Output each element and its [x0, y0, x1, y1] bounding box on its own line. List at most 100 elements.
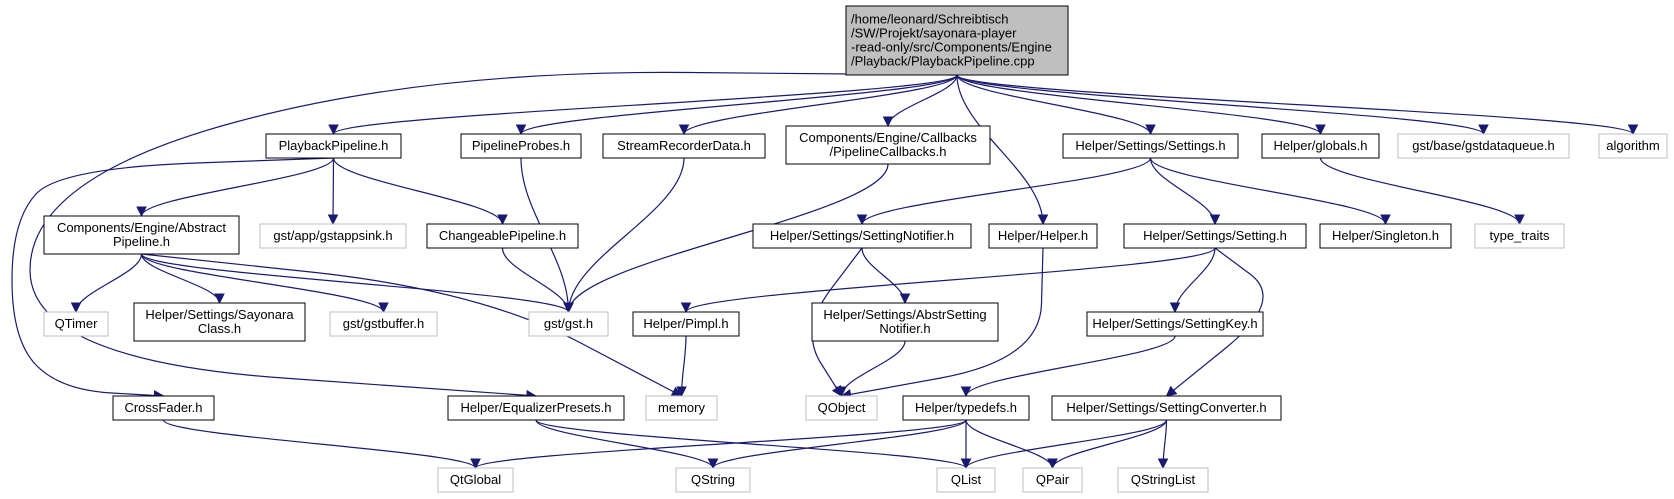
edge-setting-h-to-pimpl-h	[680, 247, 1216, 314]
node-box-gstappsink-h	[259, 223, 407, 249]
node-pipelineprobes-h[interactable]: PipelineProbes.h	[460, 133, 582, 159]
node-box-qobject	[805, 395, 878, 421]
node-label-gstbuffer-h: gst/gstbuffer.h	[343, 316, 424, 331]
edge-globals-h-to-type-traits	[1319, 157, 1525, 226]
node-playbackpipeline-h[interactable]: PlaybackPipeline.h	[265, 133, 402, 159]
node-box-settingconverter-h	[1051, 395, 1282, 421]
edge-streamrecorderdata-h-to-gst-h	[563, 157, 685, 314]
node-label-streamrecorderdata-h: StreamRecorderData.h	[617, 138, 751, 153]
node-label-qstringlist: QStringList	[1131, 472, 1196, 487]
edge-abstrsettingnotifier-h-to-qobject	[836, 340, 906, 398]
node-root[interactable]: /home/leonard/Schreibtisch/SW/Projekt/sa…	[845, 5, 1069, 76]
node-label-sayonaraclass-h: Helper/Settings/Sayonara	[145, 307, 294, 322]
node-crossfader-h[interactable]: CrossFader.h	[112, 395, 215, 421]
edge-settingnotifier-h-to-abstrsettingnotifier-h	[861, 247, 911, 305]
node-setting-h[interactable]: Helper/Settings/Setting.h	[1123, 223, 1307, 249]
node-label-pipelineprobes-h: PipelineProbes.h	[472, 138, 570, 153]
edge-abstractpipeline-h-to-memory	[141, 253, 683, 397]
node-box-algorithm	[1598, 133, 1668, 159]
node-label-typedefs-h: Helper/typedefs.h	[915, 400, 1017, 415]
node-box-qpair	[1022, 467, 1083, 493]
node-gst-h: gst/gst.h	[528, 311, 609, 337]
node-gstappsink-h: gst/app/gstappsink.h	[259, 223, 407, 249]
node-changeablepipeline-h[interactable]: ChangeablePipeline.h	[426, 223, 579, 249]
node-label-abstractpipeline-h: Components/Engine/Abstract	[57, 220, 226, 235]
edge-setting-h-to-settingconverter-h	[1165, 247, 1264, 397]
node-label-qpair: QPair	[1036, 472, 1070, 487]
edge-playbackpipeline-h-to-changeablepipeline-h	[332, 157, 508, 226]
node-box-qlist	[936, 467, 996, 493]
node-label-qobject: QObject	[818, 400, 866, 415]
node-label-globals-h: Helper/globals.h	[1274, 138, 1368, 153]
node-streamrecorderdata-h[interactable]: StreamRecorderData.h	[602, 133, 766, 159]
edge-root-to-pipelineprobes-h	[515, 74, 958, 136]
edge-typedefs-h-to-qtglobal	[470, 419, 967, 470]
edge-typedefs-h-to-qstring	[707, 419, 967, 470]
edge-root-to-settings-h	[956, 74, 1156, 136]
node-settingnotifier-h[interactable]: Helper/Settings/SettingNotifier.h	[752, 223, 972, 249]
node-qtglobal: QtGlobal	[437, 467, 514, 493]
node-label-helper-h: Helper/Helper.h	[998, 228, 1088, 243]
node-box-pipelineprobes-h	[460, 133, 582, 159]
node-box-qstringlist	[1117, 467, 1209, 493]
edge-pimpl-h-to-memory	[676, 335, 687, 398]
node-algorithm: algorithm	[1598, 133, 1668, 159]
node-equalizerpresets-h[interactable]: Helper/EqualizerPresets.h	[447, 395, 625, 421]
edge-root-to-streamrecorderdata-h	[678, 74, 958, 136]
node-box-typedefs-h	[902, 395, 1030, 421]
node-label-root: /Playback/PlaybackPipeline.cpp	[851, 54, 1035, 69]
node-label-root: -read-only/src/Components/Engine	[851, 40, 1052, 55]
node-globals-h[interactable]: Helper/globals.h	[1261, 133, 1380, 159]
node-box-crossfader-h	[112, 395, 215, 421]
node-qstring: QString	[675, 467, 751, 493]
node-singleton-h[interactable]: Helper/Singleton.h	[1319, 223, 1452, 249]
node-typedefs-h[interactable]: Helper/typedefs.h	[902, 395, 1030, 421]
edge-playbackpipeline-h-to-crossfader-h	[11, 157, 334, 401]
node-box-gstdataqueue-h	[1397, 133, 1570, 159]
node-helper-h[interactable]: Helper/Helper.h	[988, 223, 1098, 249]
node-box-helper-h	[988, 223, 1098, 249]
node-label-abstrsettingnotifier-h: Notifier.h	[879, 321, 930, 336]
node-box-streamrecorderdata-h	[602, 133, 766, 159]
edge-settingconverter-h-to-qpair	[1047, 419, 1168, 470]
node-box-pipelinecallbacks-h	[785, 125, 991, 165]
node-box-qtglobal	[437, 467, 514, 493]
node-label-pimpl-h: Helper/Pimpl.h	[643, 316, 728, 331]
node-label-gst-h: gst/gst.h	[544, 316, 593, 331]
node-pimpl-h[interactable]: Helper/Pimpl.h	[632, 311, 740, 337]
edge-settings-h-to-singleton-h	[1149, 157, 1391, 226]
node-label-memory: memory	[658, 400, 705, 415]
node-label-pipelinecallbacks-h: Components/Engine/Callbacks	[799, 130, 977, 145]
edge-abstractpipeline-h-to-qtimer	[70, 253, 143, 314]
node-box-settings-h	[1062, 133, 1239, 159]
node-label-settingkey-h: Helper/Settings/SettingKey.h	[1092, 316, 1257, 331]
node-box-playbackpipeline-h	[265, 133, 402, 159]
edge-root-to-playbackpipeline-h	[328, 74, 958, 136]
node-label-playbackpipeline-h: PlaybackPipeline.h	[279, 138, 389, 153]
node-box-setting-h	[1123, 223, 1307, 249]
node-box-changeablepipeline-h	[426, 223, 579, 249]
node-box-type-traits	[1474, 223, 1565, 249]
node-label-settingnotifier-h: Helper/Settings/SettingNotifier.h	[770, 228, 954, 243]
node-qtimer: QTimer	[43, 311, 109, 337]
node-label-settings-h: Helper/Settings/Settings.h	[1075, 138, 1225, 153]
node-label-gstappsink-h: gst/app/gstappsink.h	[273, 228, 392, 243]
edge-equalizerpresets-h-to-qlist	[535, 419, 972, 470]
edge-root-to-globals-h	[956, 74, 1326, 136]
node-gstdataqueue-h: gst/base/gstdataqueue.h	[1397, 133, 1570, 159]
node-box-memory	[645, 395, 718, 421]
node-settings-h[interactable]: Helper/Settings/Settings.h	[1062, 133, 1239, 159]
node-box-settingkey-h	[1086, 311, 1264, 337]
node-settingconverter-h[interactable]: Helper/Settings/SettingConverter.h	[1051, 395, 1282, 421]
node-label-qtglobal: QtGlobal	[450, 472, 501, 487]
node-box-qstring	[675, 467, 751, 493]
edge-settings-h-to-setting-h	[1149, 157, 1221, 226]
node-settingkey-h[interactable]: Helper/Settings/SettingKey.h	[1086, 311, 1264, 337]
node-pipelinecallbacks-h[interactable]: Components/Engine/Callbacks/PipelineCall…	[785, 125, 991, 165]
node-label-changeablepipeline-h: ChangeablePipeline.h	[439, 228, 566, 243]
node-label-type-traits: type_traits	[1490, 228, 1550, 243]
edge-pipelinecallbacks-h-to-gst-h	[563, 163, 889, 314]
